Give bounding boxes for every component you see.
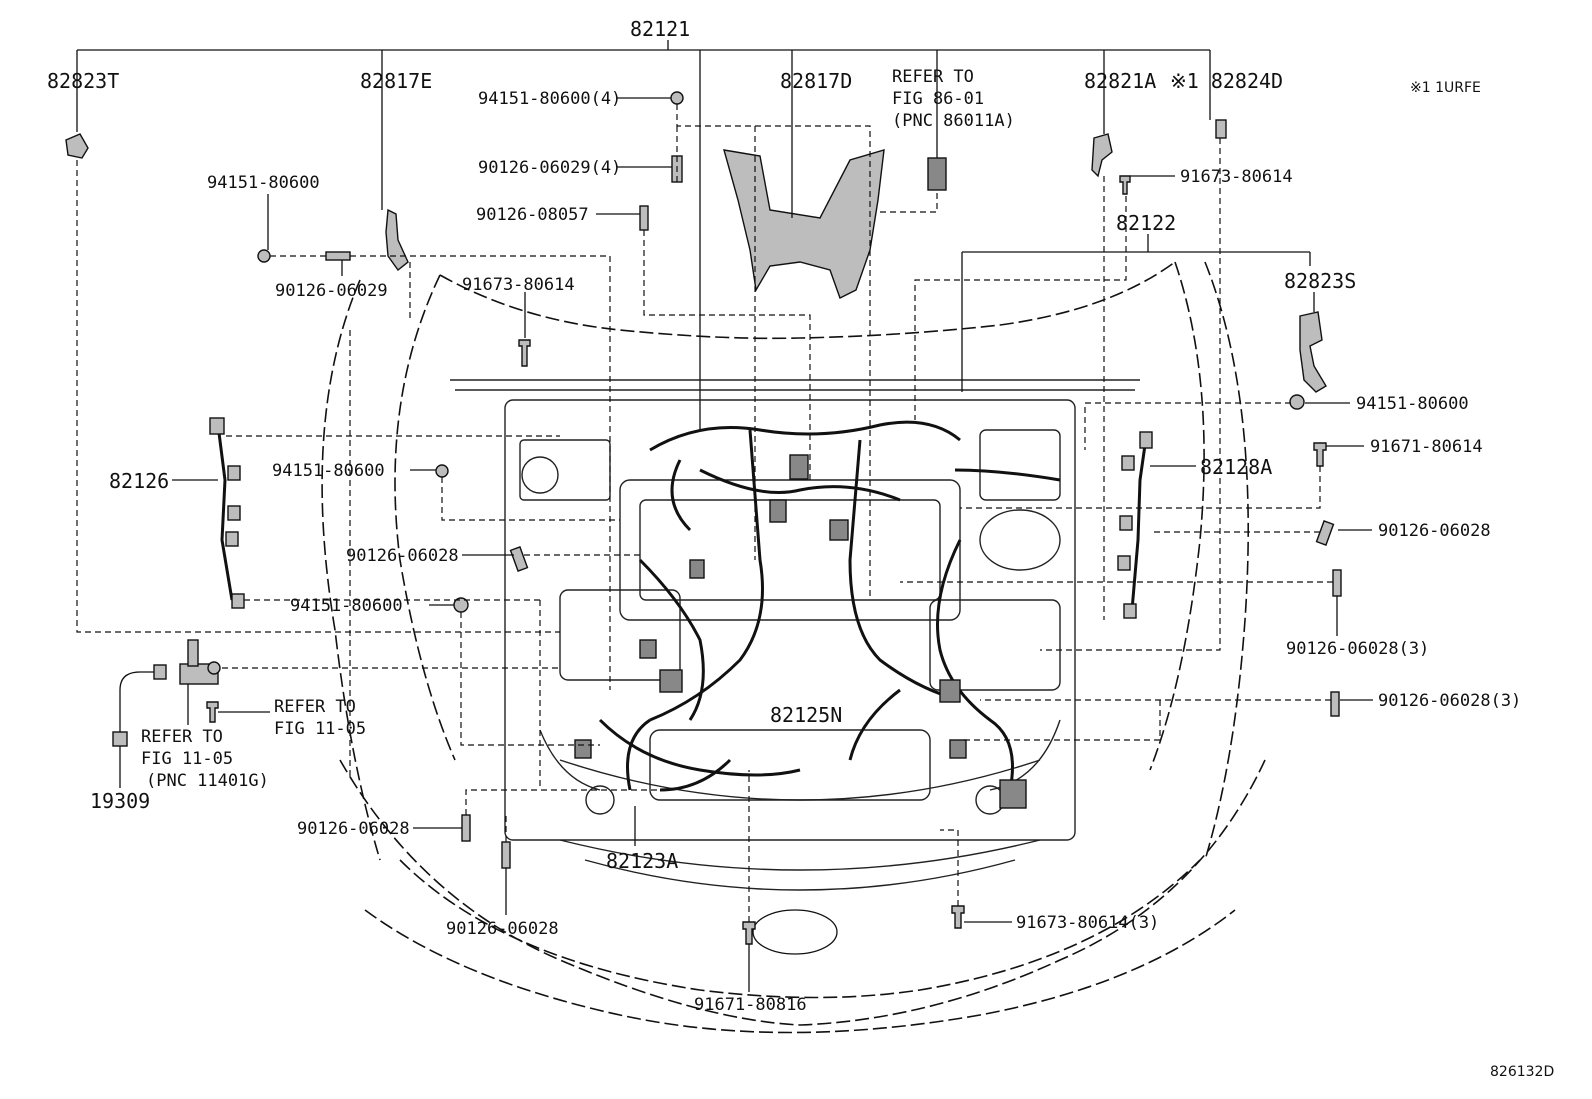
part-82128A-harness	[1117, 431, 1153, 619]
label-90126-08057: 90126-08057	[476, 205, 589, 225]
label-90126-06028-left1: 90126-06028	[346, 546, 459, 566]
label-82817D: 82817D	[780, 69, 852, 93]
label-refer-11-b-line2: FIG 11-05	[141, 749, 233, 769]
label-91673-80614-top: 91673-80614	[1180, 167, 1293, 187]
label-90126-06029: 90126-06029	[275, 281, 388, 301]
label-82125N: 82125N	[770, 703, 842, 727]
part-refer-86011A-connector	[927, 157, 947, 191]
drawing-number: 826132D	[1490, 1064, 1554, 1080]
label-82821A: 82821A	[1084, 69, 1156, 93]
label-90126-06028-3b: 90126-06028(3)	[1378, 691, 1521, 711]
label-82128A: 82128A	[1200, 455, 1272, 479]
label-94151-80600-4: 94151-80600(4)	[478, 89, 621, 109]
label-90126-06029-4: 90126-06029(4)	[478, 158, 621, 178]
label-82122: 82122	[1116, 211, 1176, 235]
car-body-outline	[321, 261, 1266, 1034]
dashed-reference-lines	[76, 104, 1333, 922]
label-82824D: ※1 82824D	[1170, 69, 1283, 93]
label-94151-80600-left3: 94151-80600	[290, 596, 403, 616]
label-90126-06028-bottom: 90126-06028	[446, 919, 559, 939]
label-91673-80614-3: 91673-80614(3)	[1016, 913, 1159, 933]
label-94151-80600-left1: 94151-80600	[207, 173, 320, 193]
label-refer-11-b-line1: REFER TO	[141, 727, 223, 747]
label-91671-80816: 91671-80816	[694, 995, 807, 1015]
label-refer-86-line1: REFER TO	[892, 67, 974, 87]
label-refer-86-line2: FIG 86-01	[892, 89, 984, 109]
label-refer-86-line3: (PNC 86011A)	[892, 111, 1015, 131]
assembly-bracket-82121	[76, 40, 1211, 430]
label-refer-11-b-line3: (PNC 11401G)	[146, 771, 269, 791]
label-94151-80600-left2: 94151-80600	[272, 461, 385, 481]
part-82126-harness	[209, 417, 245, 609]
label-82121: 82121	[630, 17, 690, 41]
part-82817D-bracket	[723, 149, 885, 299]
label-90126-06028-3a: 90126-06028(3)	[1286, 639, 1429, 659]
part-labels: 82121 82823T 82817E 82817D REFER TO FIG …	[47, 17, 1554, 1080]
label-91673-80614-mid: 91673-80614	[462, 275, 575, 295]
label-90126-06028-right1: 90126-06028	[1378, 521, 1491, 541]
label-82817E: 82817E	[360, 69, 432, 93]
label-refer-11-a-line2: FIG 11-05	[274, 719, 366, 739]
part-82823T-clip	[65, 133, 89, 159]
label-82126: 82126	[109, 469, 169, 493]
label-82823S: 82823S	[1284, 269, 1356, 293]
leader-lines	[76, 66, 1373, 992]
label-90126-06028-left2: 90126-06028	[297, 819, 410, 839]
label-82823T: 82823T	[47, 69, 119, 93]
label-19309: 19309	[90, 789, 150, 813]
label-refer-11-a-line1: REFER TO	[274, 697, 356, 717]
part-19309-sensor	[112, 639, 221, 747]
part-82817E-bracket	[385, 208, 409, 272]
label-94151-80600-right: 94151-80600	[1356, 394, 1469, 414]
part-82824D-clip	[1215, 119, 1227, 139]
label-82123A: 82123A	[606, 849, 678, 873]
part-82821A-clamp	[1091, 133, 1113, 178]
part-82823S-bracket	[1299, 311, 1327, 393]
note-1urfe: ※1 1URFE	[1410, 80, 1481, 96]
label-91671-80614: 91671-80614	[1370, 437, 1483, 457]
